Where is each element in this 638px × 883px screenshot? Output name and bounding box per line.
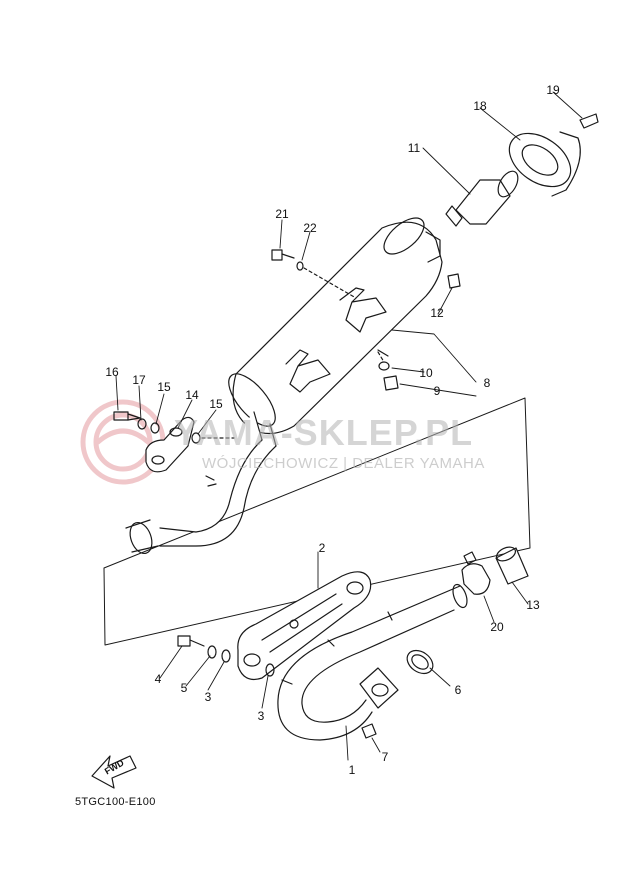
- clamp-20: [461, 551, 491, 595]
- bolt-12: [447, 273, 461, 289]
- diagram-code: 5TGC100-E100: [75, 796, 156, 808]
- end-cap-18: [508, 131, 581, 197]
- mid-pipe: [125, 411, 277, 555]
- damper-3b: [265, 663, 275, 677]
- bracket-14: [145, 416, 195, 473]
- fwd-arrow-icon: [91, 755, 137, 789]
- callout-17: 17: [132, 373, 146, 387]
- callout-22: 22: [303, 221, 317, 235]
- washer-5: [207, 645, 217, 659]
- callout-3b: 3: [257, 709, 265, 723]
- exhaust-pipe-1: [277, 583, 468, 741]
- assembly-outline: [103, 397, 531, 646]
- bolt-21: [271, 249, 295, 261]
- washer-15b: [191, 432, 201, 444]
- callout-3a: 3: [204, 690, 212, 704]
- callout-21: 21: [275, 207, 289, 221]
- nut-7: [361, 723, 377, 739]
- holder-2: [237, 571, 372, 681]
- callout-6: 6: [454, 683, 462, 697]
- callout-14: 14: [185, 388, 199, 402]
- callout-4: 4: [154, 672, 162, 686]
- bolt-19: [579, 113, 599, 129]
- callout-5: 5: [180, 681, 188, 695]
- washer-22: [296, 261, 304, 271]
- washer-17: [137, 418, 147, 430]
- callout-11: 11: [407, 141, 421, 155]
- gasket-13: [495, 546, 529, 585]
- bolt-4: [177, 635, 205, 647]
- callout-15b: 15: [209, 397, 223, 411]
- callout-8: 8: [483, 376, 491, 390]
- callout-1: 1: [348, 763, 356, 777]
- callout-12: 12: [430, 306, 444, 320]
- callout-13: 13: [526, 598, 540, 612]
- callout-7: 7: [381, 750, 389, 764]
- washer-15a: [150, 422, 160, 434]
- callout-10: 10: [419, 366, 433, 380]
- callout-19: 19: [546, 83, 560, 97]
- callout-15a: 15: [157, 380, 171, 394]
- pipe-flange: [359, 667, 399, 709]
- tail-pipe-11: [445, 170, 519, 227]
- bolt-9: [383, 375, 399, 391]
- muffler-body: [228, 217, 443, 435]
- watermark-dealer: WÓJCIECHOWICZ | DEALER YAMAHA: [202, 455, 485, 472]
- callout-20: 20: [490, 620, 504, 634]
- callout-18: 18: [473, 99, 487, 113]
- gasket-6: [406, 649, 434, 675]
- damper-3a: [221, 649, 231, 663]
- washer-10: [378, 361, 390, 371]
- bolt-16: [113, 411, 141, 421]
- callout-2: 2: [318, 541, 326, 555]
- leader-lines: [115, 91, 583, 761]
- callout-16: 16: [105, 365, 119, 379]
- callout-9: 9: [433, 384, 441, 398]
- watermark-shop: YAMA-SKLEP.PL: [174, 412, 474, 453]
